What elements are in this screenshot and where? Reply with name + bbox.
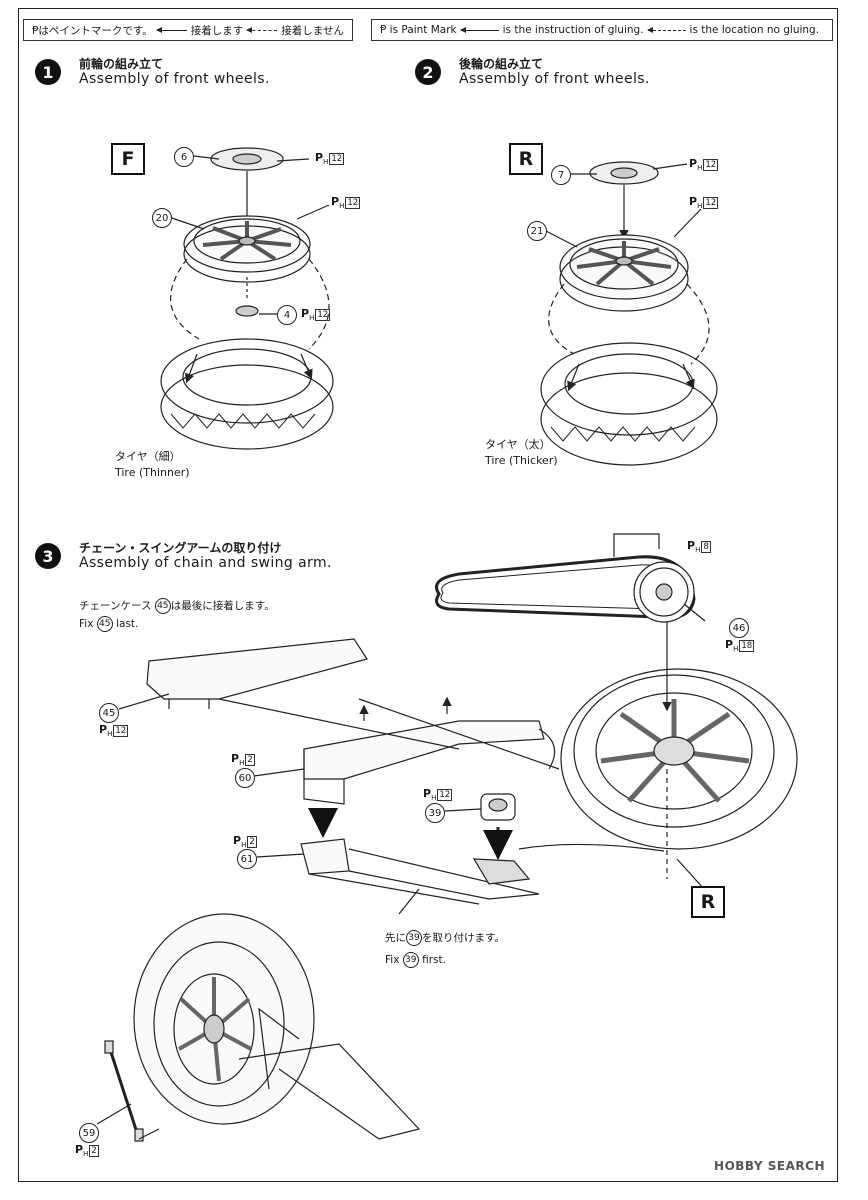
front-wheel-drawing [160, 147, 334, 450]
step-3-title-en: Assembly of chain and swing arm. [79, 555, 332, 571]
completed-view-drawing [96, 913, 421, 1142]
tire-rear-en: Tire (Thicker) [485, 454, 558, 467]
rear-box-label-step3: R [691, 886, 725, 918]
part-61: 61 [237, 849, 257, 869]
step-2-title-jp: 後輪の組み立て [459, 57, 544, 71]
part-7: 7 [551, 165, 571, 185]
step-1-title-jp: 前輪の組み立て [79, 57, 164, 71]
rear-box-label: R [509, 143, 543, 175]
glue-arrow-icon [459, 26, 499, 33]
legend-en-glue: is the instruction of gluing. [502, 24, 644, 36]
legend-en: Ᵽ is Paint Mark is the instruction of gl… [371, 19, 833, 41]
legend-en-noglue: is the location no gluing. [689, 24, 820, 36]
tire-front-caption: タイヤ（細） Tire (Thinner) [115, 449, 190, 481]
part-45: 45 [99, 703, 119, 723]
legend-en-paint: Ᵽ is Paint Mark [380, 24, 457, 36]
glue-arrow-icon [155, 26, 187, 33]
part-39: 39 [425, 803, 445, 823]
tire-front-jp: タイヤ（細） [115, 450, 181, 463]
watermark: HOBBY SEARCH [714, 1159, 825, 1173]
step-3-title-jp: チェーン・スイングアームの取り付け [79, 541, 282, 555]
noglue-arrow-icon [246, 26, 278, 33]
step-2-number: 2 [415, 59, 441, 85]
step-3-number: 3 [35, 543, 61, 569]
part-20: 20 [152, 208, 172, 228]
instruction-page: Ᵽはペイントマークです。 接着します 接着しません Ᵽ is Paint Mar… [18, 8, 838, 1182]
part-6: 6 [174, 147, 194, 167]
part-4: 4 [277, 305, 297, 325]
swingarm-drawing [118, 533, 798, 915]
step-1-title-en: Assembly of front wheels. [79, 71, 270, 87]
legend-jp-glue: 接着します [190, 24, 244, 37]
assembly-drawings [96, 147, 798, 1142]
part-60: 60 [235, 768, 255, 788]
noglue-arrow-icon [646, 26, 686, 33]
legend-jp-paint: Ᵽはペイントマークです。 [32, 24, 153, 37]
part-46: 46 [729, 618, 749, 638]
rear-wheel-drawing [540, 161, 718, 466]
step-2-title-en: Assembly of front wheels. [459, 71, 650, 87]
part-21: 21 [527, 221, 547, 241]
tire-rear-jp: タイヤ（太） [485, 438, 551, 451]
tire-front-en: Tire (Thinner) [115, 466, 190, 479]
front-box-label: F [111, 143, 145, 175]
tire-rear-caption: タイヤ（太） Tire (Thicker) [485, 437, 558, 469]
part-59: 59 [79, 1123, 99, 1143]
step-1-number: 1 [35, 59, 61, 85]
legend-jp-noglue: 接着しません [281, 24, 344, 37]
legend-jp: Ᵽはペイントマークです。 接着します 接着しません [23, 19, 353, 41]
